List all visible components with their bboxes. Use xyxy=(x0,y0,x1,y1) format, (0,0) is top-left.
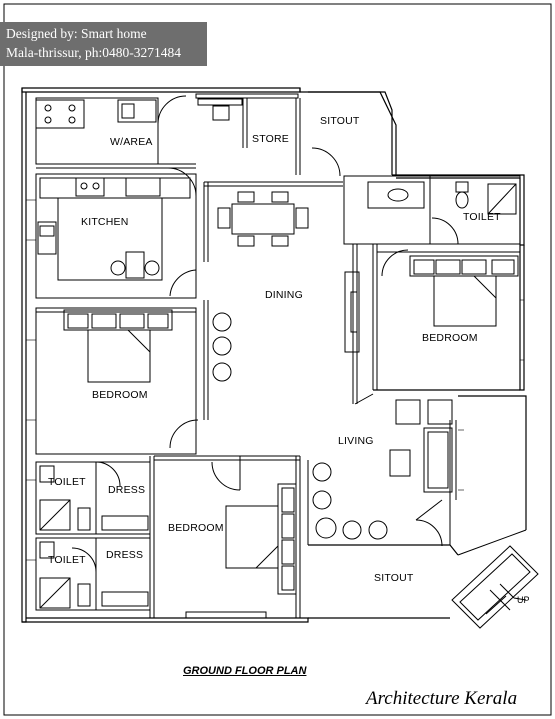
walls-bedroom-right xyxy=(344,244,520,405)
bed-left xyxy=(87,329,151,383)
room-label-toilet-1: TOILET xyxy=(48,476,86,488)
walls-bedroom-bottom xyxy=(149,455,301,619)
room-label-living: LIVING xyxy=(338,435,374,447)
bed-bottom xyxy=(225,505,279,569)
room-label-bedroom-left: BEDROOM xyxy=(92,389,148,401)
room-label-dress-2: DRESS xyxy=(106,549,144,561)
room-label-kitchen: KITCHEN xyxy=(81,216,129,228)
room-label-sitout-top: SITOUT xyxy=(320,115,360,127)
walls-toilet-top xyxy=(343,175,521,245)
room-label-toilet-top: TOILET xyxy=(463,211,501,223)
walls-kitchen xyxy=(35,167,197,299)
room-label-store: STORE xyxy=(252,133,289,145)
room-label-sitout-bottom: SITOUT xyxy=(374,572,414,584)
designer-line: Designed by: Smart home xyxy=(6,26,147,41)
sofa-living xyxy=(423,427,453,493)
brand-watermark: Architecture Kerala xyxy=(366,688,518,709)
walls-living xyxy=(307,399,457,547)
room-label-w-area: W/AREA xyxy=(110,136,153,148)
walls-sitout-bottom xyxy=(451,529,539,629)
stair-up-label: UP xyxy=(517,595,530,605)
designer-contact: Mala-thrissur, ph:0480-3271484 xyxy=(6,45,181,60)
plan-title: GROUND FLOOR PLAN xyxy=(183,665,307,677)
room-label-bedroom-right: BEDROOM xyxy=(422,332,478,344)
room-label-bedroom-bottom: BEDROOM xyxy=(168,522,224,534)
room-label-dining: DINING xyxy=(265,289,303,301)
walls-utility xyxy=(35,93,301,175)
walls-bedroom-left xyxy=(35,307,199,455)
designer-banner: Designed by: Smart home Mala-thrissur, p… xyxy=(0,22,207,66)
windows xyxy=(26,199,524,561)
room-label-dress-1: DRESS xyxy=(108,484,146,496)
drawing-frame xyxy=(3,3,552,716)
bed-right xyxy=(433,275,497,327)
room-label-toilet-2: TOILET xyxy=(48,554,86,566)
walls-dining xyxy=(203,147,343,420)
dining-table xyxy=(231,203,295,235)
